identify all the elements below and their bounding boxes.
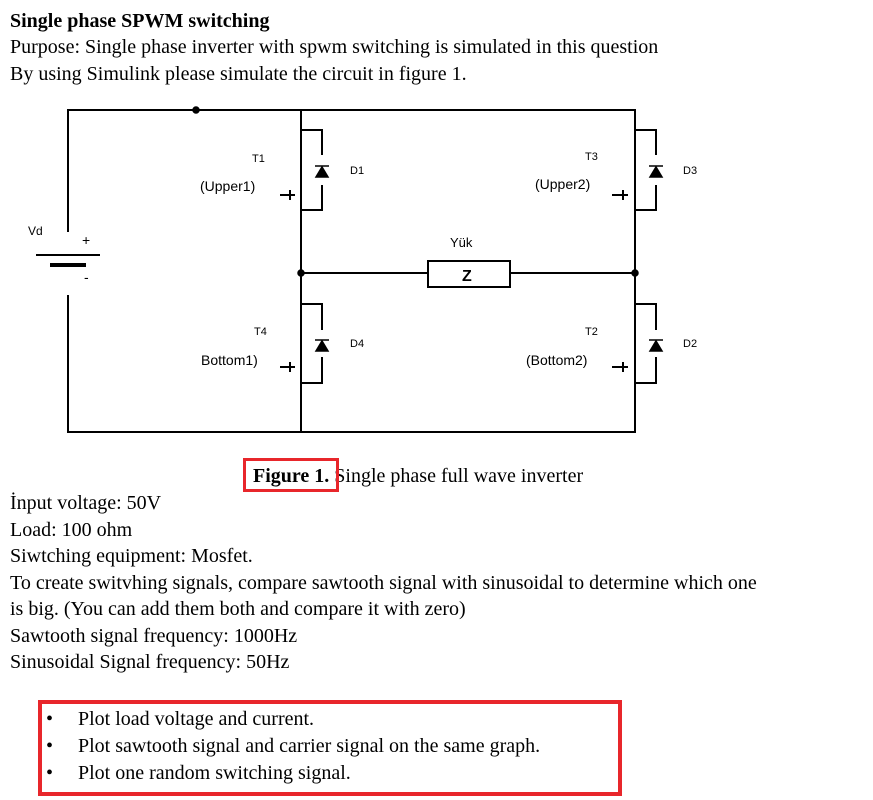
task-item: •Plot sawtooth signal and carrier signal…: [46, 735, 541, 757]
inverter-circuit-diagram: Vd + - Yük Z T1 (Upper1) D1 T3 (Upper2) …: [28, 106, 697, 433]
source-plus: +: [82, 232, 90, 248]
instruction-text: By using Simulink please simulate the ci…: [10, 63, 467, 85]
switch-t2-name: T2: [585, 326, 598, 338]
spec-switching-equipment: Siwtching equipment: Mosfet.: [10, 545, 253, 567]
caption-highlight-box: [243, 458, 339, 492]
task-item: •Plot one random switching signal.: [46, 762, 351, 784]
task-text: Plot load voltage and current.: [78, 708, 315, 730]
diode-d3-label: D3: [683, 165, 697, 177]
diode-d1-label: D1: [350, 165, 364, 177]
diode-d2-label: D2: [683, 338, 697, 350]
task-item: •Plot load voltage and current.: [46, 708, 315, 730]
diode-d4-label: D4: [350, 338, 364, 350]
switch-t3-role: (Upper2): [535, 176, 590, 192]
switch-t1-role: (Upper1): [200, 178, 255, 194]
source-minus: -: [84, 269, 89, 285]
switch-t4-role: Bottom1): [201, 352, 258, 368]
load-label: Yük: [450, 235, 473, 250]
spec-load: Load: 100 ohm: [10, 519, 133, 541]
spec-sawtooth-frequency: Sawtooth signal frequency: 1000Hz: [10, 625, 298, 647]
task-text: Plot sawtooth signal and carrier signal …: [78, 735, 541, 757]
switch-t3-name: T3: [585, 151, 598, 163]
switch-t4-name: T4: [254, 326, 267, 338]
spec-sine-frequency: Sinusoidal Signal frequency: 50Hz: [10, 651, 290, 673]
purpose-text: Purpose: Single phase inverter with spwm…: [10, 36, 659, 58]
switch-t1-name: T1: [252, 153, 265, 165]
source-label: Vd: [28, 224, 43, 238]
task-text: Plot one random switching signal.: [78, 762, 351, 784]
spec-signal-method-cont: is big. (You can add them both and compa…: [10, 598, 466, 620]
switch-t2-role: (Bottom2): [526, 352, 587, 368]
figure-caption: Figure 1. Single phase full wave inverte…: [253, 463, 583, 489]
spec-signal-method: To create switvhing signals, compare saw…: [10, 572, 757, 594]
spec-input-voltage: İnput voltage: 50V: [10, 492, 162, 514]
document-title: Single phase SPWM switching: [10, 10, 270, 32]
task-highlight-box: [38, 700, 622, 796]
figure-caption-text: Single phase full wave inverter: [329, 465, 584, 487]
figure-caption-label: Figure 1.: [253, 465, 330, 487]
load-symbol: Z: [462, 268, 472, 285]
